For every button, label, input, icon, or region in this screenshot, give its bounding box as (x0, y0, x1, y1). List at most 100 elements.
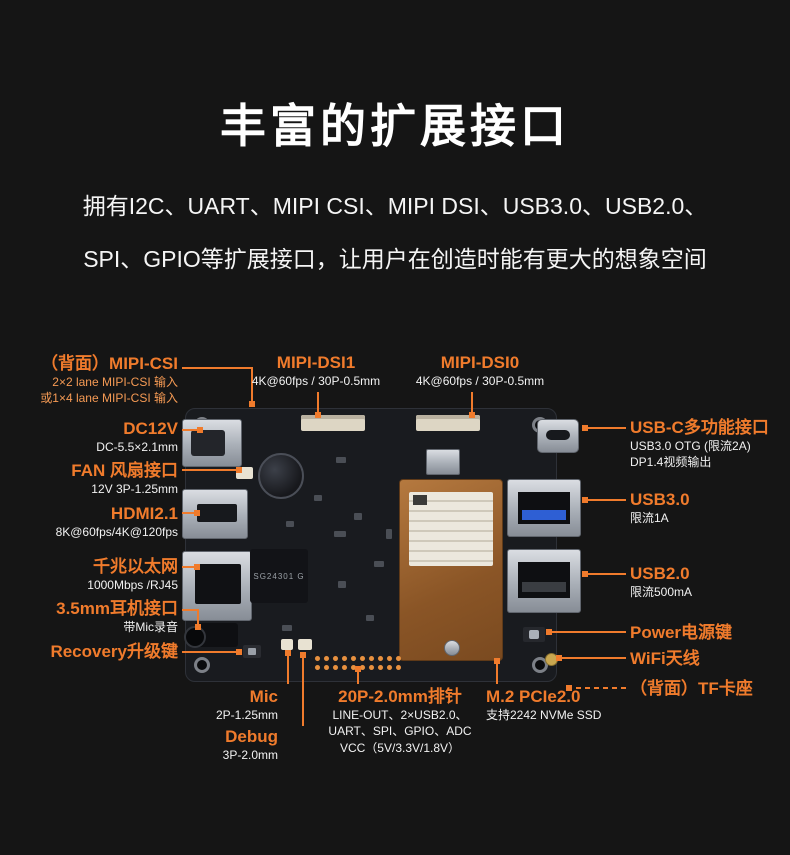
annotation-label: USB2.0 (630, 564, 690, 583)
hdmi-opening (197, 504, 237, 522)
page-description: 拥有I2C、UART、MIPI CSI、MIPI DSI、USB3.0、USB2… (0, 180, 790, 286)
annotation-sub: 2P-1.25mm (215, 708, 278, 723)
usb3-blue-tongue (522, 510, 566, 520)
annotation-power: Power电源键 (630, 622, 732, 643)
m2-ssd-logo (413, 495, 427, 505)
annotation-sub: DC-5.5×2.1mm (96, 440, 178, 455)
mipi-dsi0-connector (416, 415, 480, 431)
ethernet-controller-chip: SG24301 G (250, 549, 308, 603)
annotation-ethernet: 千兆以太网 1000Mbps /RJ45 (87, 556, 178, 593)
wifi-antenna-connector (545, 653, 558, 666)
annotation-sub: 3P-2.0mm (222, 748, 278, 763)
smd-component (386, 529, 392, 539)
mic-connector (281, 639, 293, 650)
pin-header-20p (311, 652, 401, 670)
annotation-sub: 或1×4 lane MIPI-CSI 输入 (40, 391, 178, 406)
annotation-mipi-csi: （背面）MIPI-CSI 2×2 lane MIPI-CSI 输入 或1×4 l… (40, 353, 178, 407)
annotation-sub: 支持2242 NVMe SSD (486, 708, 602, 723)
power-button (523, 627, 545, 642)
smd-component (286, 521, 294, 527)
annotation-sub: 12V 3P-1.25mm (91, 482, 178, 497)
annotation-sub: LINE-OUT、2×USB2.0、 (332, 708, 468, 723)
annotation-label: 3.5mm耳机接口 (56, 599, 178, 618)
audio-jack-barrel (184, 626, 206, 648)
smd-component (338, 581, 346, 588)
annotation-sub: VCC（5V/3.3V/1.8V） (339, 740, 461, 755)
smd-component (354, 513, 362, 520)
ethernet-port (182, 551, 252, 621)
description-line-2: SPI、GPIO等扩展接口，让用户在创造时能有更大的想象空间 (83, 245, 707, 272)
audio-jack (184, 623, 238, 648)
smd-component (366, 615, 374, 621)
m2-screw (444, 640, 460, 656)
usb2-tongue (522, 582, 566, 592)
annotation-mipi-dsi1: MIPI-DSI1 4K@60fps / 30P-0.5mm (236, 352, 396, 389)
annotation-label: USB-C多功能接口 (630, 418, 769, 437)
annotation-label: M.2 PCIe2.0 (486, 687, 581, 706)
annotation-label: DC12V (123, 419, 178, 438)
annotation-label: 千兆以太网 (93, 557, 178, 576)
annotation-usb2: USB2.0 限流500mA (630, 563, 692, 600)
annotation-sub: 4K@60fps / 30P-0.5mm (251, 374, 381, 389)
annotation-label: Power电源键 (630, 623, 733, 642)
annotation-label: FAN 风扇接口 (71, 461, 178, 480)
usb2-port (507, 549, 581, 613)
annotation-label: USB3.0 (630, 490, 690, 509)
description-line-1: 拥有I2C、UART、MIPI CSI、MIPI DSI、USB3.0、USB2… (82, 193, 708, 219)
fan-connector (236, 467, 253, 479)
dc-jack-port (182, 419, 242, 467)
mounting-hole (194, 657, 210, 673)
ethernet-opening (195, 564, 241, 604)
annotation-recovery: Recovery升级键 (50, 641, 178, 662)
annotation-label: WiFi天线 (630, 649, 700, 668)
annotation-label: MIPI-DSI0 (440, 353, 520, 372)
smd-component (314, 495, 322, 501)
annotation-label: 20P-2.0mm排针 (338, 687, 462, 706)
mipi-dsi1-connector (301, 415, 365, 431)
annotation-sub: 限流1A (630, 511, 669, 526)
m2-ssd-label (409, 492, 493, 566)
annotation-usb3: USB3.0 限流1A (630, 489, 690, 526)
annotation-hdmi: HDMI2.1 8K@60fps/4K@120fps (56, 503, 178, 540)
coin-battery (258, 453, 304, 499)
annotation-sub: 2×2 lane MIPI-CSI 输入 (52, 375, 178, 390)
dc-jack-opening (191, 430, 225, 456)
annotation-tf-card: （背面）TF卡座 (630, 678, 753, 699)
hdmi-port (182, 489, 248, 539)
smd-component (334, 531, 346, 537)
mounting-hole (532, 657, 548, 673)
smd-component (374, 561, 384, 567)
usb-c-port (537, 419, 579, 453)
annotation-sub: 4K@60fps / 30P-0.5mm (415, 374, 545, 389)
annotation-label: MIPI-DSI1 (276, 353, 356, 372)
annotation-sub: 带Mic录音 (123, 620, 178, 635)
annotation-label: （背面）MIPI-CSI (41, 354, 178, 373)
annotation-sub: USB3.0 OTG (限流2A) (630, 439, 751, 454)
annotation-fan: FAN 风扇接口 12V 3P-1.25mm (71, 460, 178, 497)
annotation-label: （背面）TF卡座 (630, 679, 753, 698)
annotation-usb-c: USB-C多功能接口 USB3.0 OTG (限流2A) DP1.4视频输出 (630, 417, 769, 471)
annotation-label: Debug (225, 727, 278, 746)
annotation-debug: Debug 3P-2.0mm (223, 726, 278, 763)
smd-component (336, 457, 346, 463)
annotation-label: HDMI2.1 (110, 504, 178, 523)
recovery-button (243, 645, 261, 658)
annotation-sub: 限流500mA (630, 585, 693, 600)
annotation-sub: UART、SPI、GPIO、ADC (328, 724, 472, 739)
annotation-mic: Mic 2P-1.25mm (216, 686, 278, 723)
annotation-label: Recovery升级键 (50, 642, 178, 661)
m2-ssd-module (399, 479, 503, 661)
usb2-opening (518, 562, 570, 598)
annotation-mipi-dsi0: MIPI-DSI0 4K@60fps / 30P-0.5mm (400, 352, 560, 389)
smd-component (282, 625, 292, 631)
annotation-20p-header: 20P-2.0mm排针 LINE-OUT、2×USB2.0、 UART、SPI、… (318, 686, 482, 756)
annotation-dc12v: DC12V DC-5.5×2.1mm (96, 418, 178, 455)
recovery-button-cap (248, 648, 256, 655)
annotation-m2-pcie: M.2 PCIe2.0 支持2242 NVMe SSD (486, 686, 601, 723)
annotation-sub: 8K@60fps/4K@120fps (55, 525, 178, 540)
annotation-sub: DP1.4视频输出 (630, 455, 712, 470)
page-title: 丰富的扩展接口 (220, 100, 570, 152)
debug-connector (298, 639, 312, 650)
power-button-cap (529, 630, 539, 639)
